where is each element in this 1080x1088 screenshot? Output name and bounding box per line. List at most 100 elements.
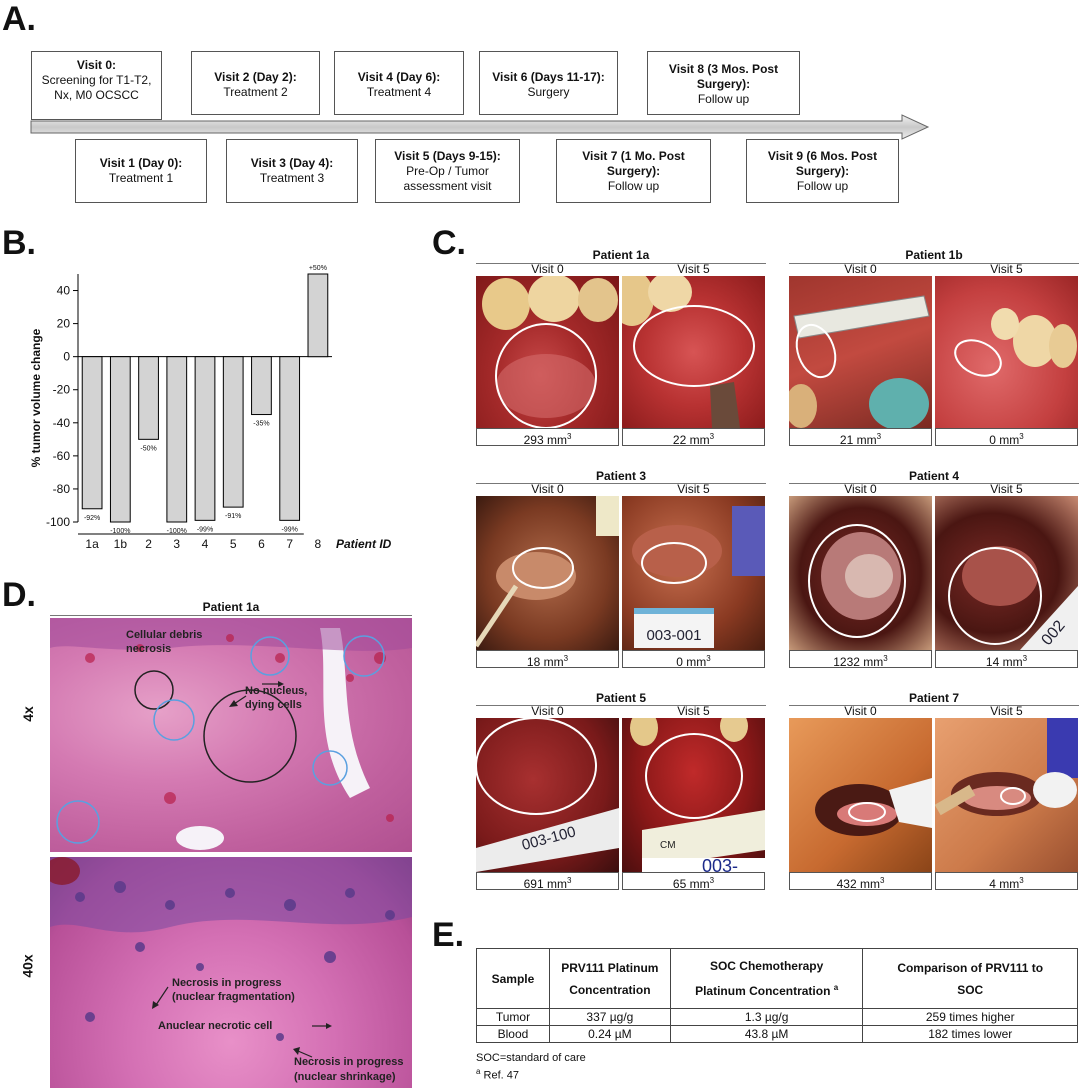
header-text: Platinum Concentration — [695, 984, 831, 998]
unit-sup: 3 — [879, 876, 885, 885]
bar — [138, 356, 159, 440]
patient-5-title: Patient 5 — [595, 691, 646, 705]
footnote-soc: SOC=standard of care — [476, 1052, 586, 1064]
visit-title: Visit 5 (Days 9-15): — [394, 149, 501, 163]
visit-desc: Treatment 1 — [108, 171, 174, 185]
visit5-label: Visit 5 — [677, 262, 710, 276]
visit0-label: Visit 0 — [531, 262, 564, 276]
timeline-visit-9: Visit 9 (6 Mos. Post Surgery): Follow up — [746, 139, 899, 203]
visit0-label: Visit 0 — [844, 482, 877, 496]
bar — [166, 356, 188, 523]
patient-1a-visit5-photo — [622, 276, 765, 428]
bar — [251, 356, 272, 416]
volume-value: 0 mm — [989, 433, 1020, 447]
patient-1b-visit5-volume: 0 mm3 — [935, 428, 1078, 447]
label-line: (nuclear fragmentation) — [172, 991, 295, 1003]
histology-title: Patient 1a — [202, 600, 260, 614]
unit-sup: 3 — [876, 432, 882, 441]
footnote-text: Ref. 47 — [483, 1069, 519, 1082]
footnote-marker: a — [833, 983, 839, 992]
label-line: Necrosis in progress — [294, 1056, 404, 1068]
histology-title-rule — [50, 615, 412, 616]
visit-desc: Treatment 4 — [366, 85, 432, 99]
patient-1a-visit0-volume: 293 mm3 — [476, 428, 619, 447]
patient-5-visit0-volume: 691 mm3 — [476, 872, 619, 891]
patient-4-visit0-photo — [789, 496, 932, 650]
bar — [279, 356, 301, 521]
patient-3-visit0-volume: 18 mm3 — [476, 650, 619, 669]
visit-desc: assessment visit — [403, 179, 492, 193]
patient-1a-visit5-volume: 22 mm3 — [622, 428, 765, 447]
patient-7-title: Patient 7 — [908, 691, 959, 705]
patient-title-rule — [476, 483, 766, 484]
visit-desc: Follow up — [697, 92, 750, 106]
patient-title-rule — [789, 263, 1079, 264]
unit-sup: 3 — [1022, 654, 1028, 663]
bar — [109, 356, 131, 523]
volume-value: 1232 mm — [833, 655, 884, 669]
patient-1a-title: Patient 1a — [592, 248, 650, 262]
category-label: 8 — [315, 537, 322, 551]
y-tick-label: 20 — [57, 317, 71, 331]
patient-title-rule — [789, 483, 1079, 484]
visit-title: Visit 3 (Day 4): — [250, 156, 334, 170]
visit5-label: Visit 5 — [990, 262, 1023, 276]
bar — [307, 273, 329, 358]
table-cell: Tumor — [476, 1008, 550, 1026]
unit-sup: 3 — [1019, 432, 1024, 441]
unit-sup: 3 — [566, 432, 572, 441]
timeline-visit-7: Visit 7 (1 Mo. Post Surgery): Follow up — [556, 139, 711, 203]
specimen-tag-text: 003-001 — [646, 627, 701, 644]
volume-value: 65 mm — [672, 877, 710, 891]
label-line: necrosis — [126, 643, 172, 655]
y-tick-label: -100 — [46, 515, 70, 529]
visit-title: Visit 1 (Day 0): — [99, 156, 183, 170]
header-text: Concentration — [569, 982, 651, 997]
timeline-visit-0: Visit 0: Screening for T1-T2, Nx, M0 OCS… — [31, 51, 162, 120]
histology-label-fragmentation: Necrosis in progress (nuclear fragmentat… — [172, 976, 295, 1004]
bar — [222, 356, 244, 508]
header-sample: Sample — [476, 948, 550, 1009]
visit0-label: Visit 0 — [844, 262, 877, 276]
data-label: -91% — [225, 513, 241, 520]
panel-d-label: D. — [2, 576, 36, 614]
magnification-4x: 4x — [19, 706, 36, 722]
unit-sup: 3 — [563, 654, 569, 663]
y-tick-label: 0 — [63, 350, 70, 364]
volume-value: 4 mm — [989, 877, 1020, 891]
panel-a-label: A. — [2, 0, 36, 38]
visit-desc: Nx, M0 OCSCC — [54, 88, 139, 102]
panel-c-label: C. — [432, 224, 466, 262]
volume-value: 21 mm — [839, 433, 877, 447]
visit5-label: Visit 5 — [990, 704, 1023, 718]
footnote-ref: a Ref. 47 — [476, 1067, 519, 1082]
label-line: No nucleus, — [245, 685, 308, 697]
patient-1b-title: Patient 1b — [905, 248, 963, 262]
unit-sup: 3 — [709, 432, 715, 441]
header-text: SOC Chemotherapy — [709, 959, 824, 973]
histology-label-anuclear: Anuclear necrotic cell — [158, 1020, 273, 1032]
table-cell: 259 times higher — [862, 1008, 1078, 1026]
header-text: PRV111 Platinum — [561, 960, 659, 975]
category-label: 1b — [114, 537, 128, 551]
visit-desc: Surgery — [527, 85, 570, 99]
table-cell: 182 times lower — [862, 1025, 1078, 1043]
volume-value: 293 mm — [523, 433, 567, 447]
unit-sup: 3 — [1019, 876, 1024, 885]
table-cell: 43.8 µM — [669, 1025, 864, 1043]
patient-7-visit5-volume: 4 mm3 — [935, 872, 1078, 891]
visit-desc: Follow up — [607, 179, 660, 193]
category-label: 5 — [230, 537, 237, 551]
data-label: -100% — [167, 528, 187, 535]
visit-desc: Pre-Op / Tumor — [406, 164, 489, 178]
visit-title: Visit 9 (6 Mos. Post Surgery): — [767, 149, 878, 178]
table-row: Tumor 337 µg/g 1.3 µg/g 259 times higher — [476, 1008, 1078, 1026]
patient-7-visit5-photo — [935, 718, 1078, 872]
volume-value: 432 mm — [836, 877, 880, 891]
visit-title: Visit 7 (1 Mo. Post Surgery): — [582, 149, 685, 178]
patient-4-visit0-volume: 1232 mm3 — [789, 650, 932, 669]
unit-sup: 3 — [706, 654, 711, 663]
visit-desc: Treatment 2 — [223, 85, 288, 99]
